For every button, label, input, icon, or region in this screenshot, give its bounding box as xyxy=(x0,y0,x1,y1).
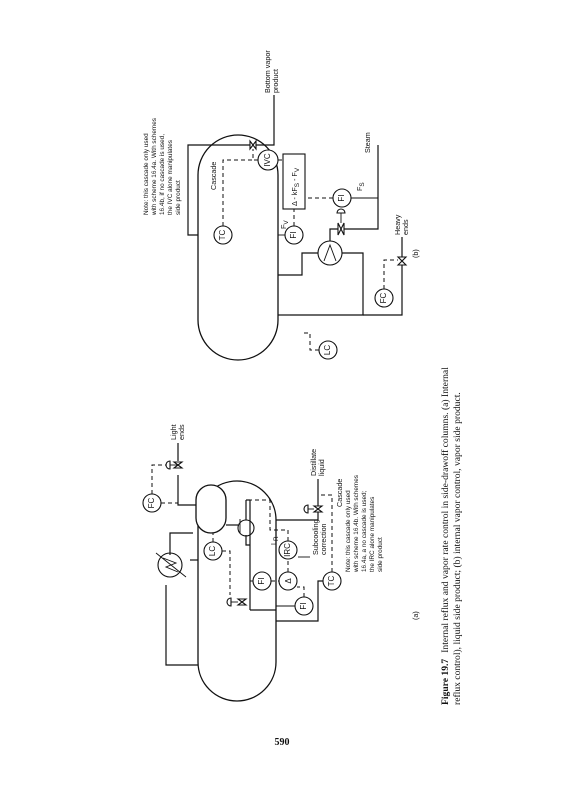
heavy-ends-label-2: ends xyxy=(401,219,410,235)
light-ends-label-2: ends xyxy=(177,424,186,440)
figure-caption-line-2: reflux control), liquid side product; (b… xyxy=(452,392,463,705)
heavy-ends-valve xyxy=(396,256,408,266)
heavy-ends-label-1: Heavy xyxy=(393,214,402,235)
relay-label: Δ - kFS - FV xyxy=(290,167,301,206)
panel-b-label: (b) xyxy=(411,249,420,258)
cascade-label-b: Cascade xyxy=(209,162,218,190)
panel-a: Light ends FC LC xyxy=(142,424,420,702)
fi-tag-a-top: FI xyxy=(257,577,266,584)
note-b-line-3: 16.4b, if no cascade is used, xyxy=(159,134,166,215)
rotated-figure: Figure 19.7Internal reflux and vapor rat… xyxy=(142,50,463,705)
note-b-line-1: Note: this cascade only used xyxy=(143,133,150,215)
delta-tag: Δ xyxy=(284,578,293,584)
steam-label: Steam xyxy=(363,132,372,153)
note-a-line-2: with scheme 16.4b. With schemes xyxy=(353,475,360,573)
light-ends-label-1: Light xyxy=(169,424,178,440)
distillate-label-2: liquid xyxy=(317,459,326,476)
fv-label: FV xyxy=(279,220,290,229)
note-b-line-5: side product xyxy=(175,180,182,215)
panel-a-label: (a) xyxy=(411,611,420,620)
note-a-line-4: the IRC alone manipulates xyxy=(369,497,376,572)
fc-tag-b: FC xyxy=(379,292,388,303)
fi-tag-a-bottom: FI xyxy=(299,602,308,609)
note-a: Note: this cascade only used with scheme… xyxy=(345,475,384,573)
subcooling-label-2: correction xyxy=(319,523,328,555)
fi-tag-b-top: FI xyxy=(289,231,298,238)
figure-caption-line-1: Figure 19.7Internal reflux and vapor rat… xyxy=(440,367,451,705)
fc-tag-a: FC xyxy=(147,497,156,508)
distillation-column-b xyxy=(197,134,279,361)
overhead-vapor-line xyxy=(165,585,198,666)
note-a-line-1: Note: this cascade only used xyxy=(345,490,352,572)
reflux-drum xyxy=(195,484,227,534)
tc-tag-a: TC xyxy=(327,575,336,586)
note-b-line-4: the IVC alone manipulates xyxy=(167,140,174,215)
side-product-valve-a xyxy=(312,505,324,513)
fs-label: FS xyxy=(355,182,366,191)
panel-b: LC Steam FI FS Δ - kFS - FV xyxy=(143,50,420,361)
page-number: 590 xyxy=(275,737,290,748)
vapor-side-product-line xyxy=(187,144,250,236)
ivc-tag: IVC xyxy=(263,153,272,167)
note-a-line-5: side product xyxy=(377,537,384,572)
note-a-line-3: 16.4a, a no cascade is used; xyxy=(361,490,368,572)
note-b: Note: this cascade only used with scheme… xyxy=(143,118,182,216)
fi-tag-b-steam: FI xyxy=(337,194,346,201)
distillate-label-1: Distillate xyxy=(309,449,318,476)
note-b-line-2: with scheme 16.4a. With schemes xyxy=(151,118,158,216)
reflux-valve xyxy=(236,598,248,606)
cascade-label-a: Cascade xyxy=(335,479,344,507)
lc-tag-b: LC xyxy=(323,345,332,355)
bottom-vapor-label-1: Bottom vapor xyxy=(263,50,272,93)
distillation-column-a xyxy=(197,480,277,702)
subcooling-label-1: Subcooling xyxy=(311,519,320,555)
irc-tag: IRC xyxy=(283,543,292,557)
vapor-product-valve xyxy=(249,139,257,151)
lr-label: LR xyxy=(269,536,280,545)
lc-tag-a: LC xyxy=(208,546,217,556)
tc-tag-b: TC xyxy=(218,229,227,240)
bottom-vapor-label-2: product xyxy=(271,69,280,93)
steam-valve xyxy=(337,222,345,236)
